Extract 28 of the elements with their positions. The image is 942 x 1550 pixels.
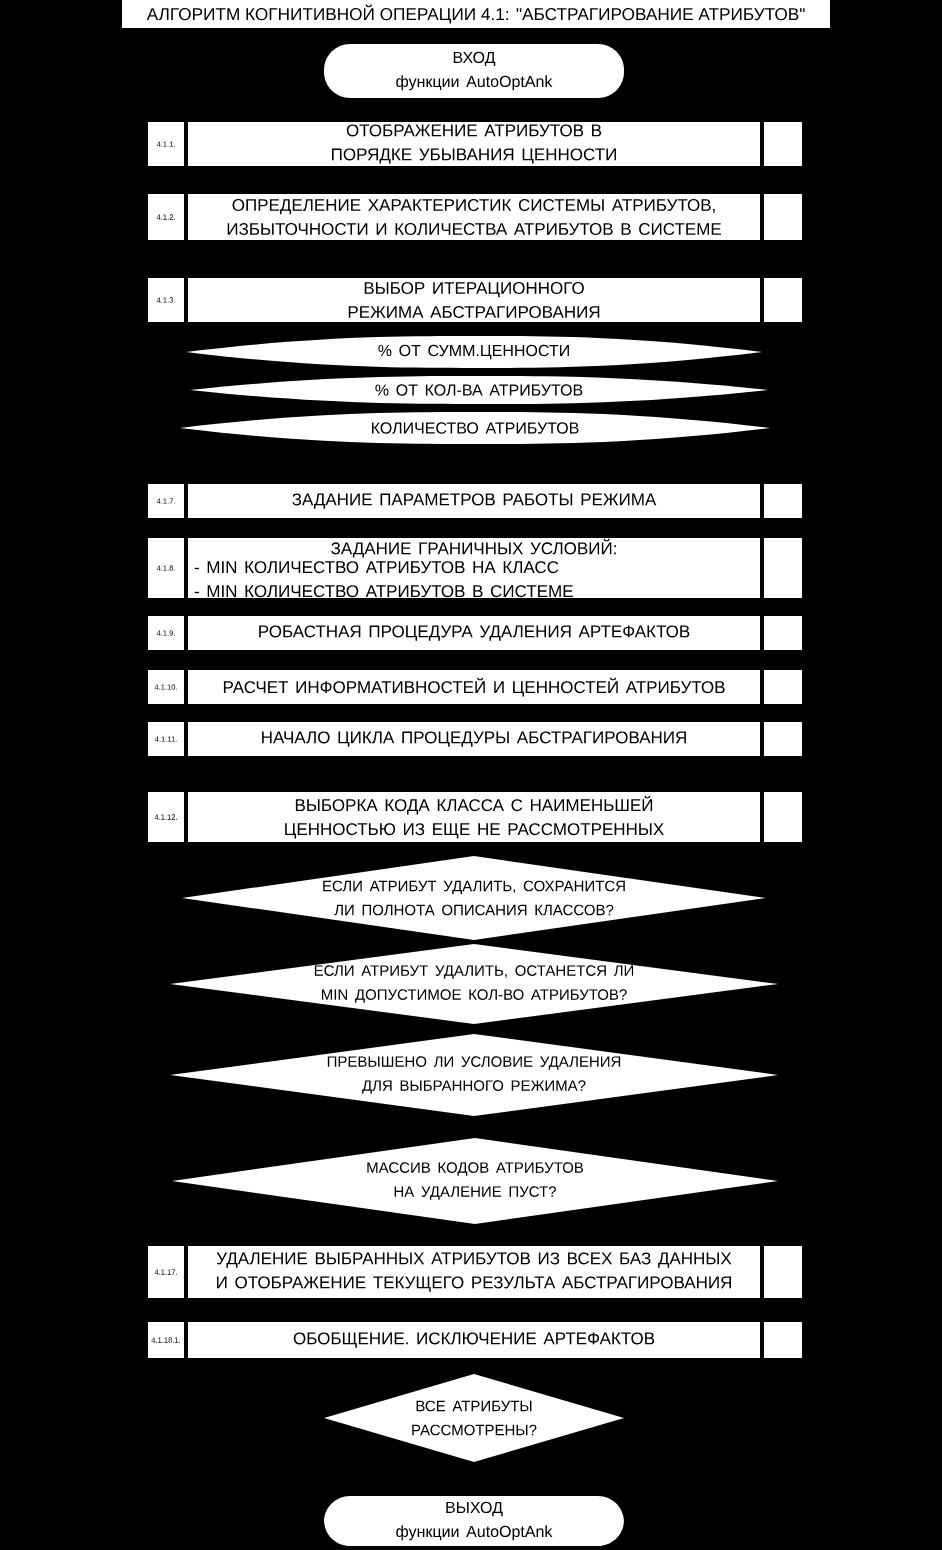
process-box: ОБОБЩЕНИЕ. ИСКЛЮЧЕНИЕ АРТЕФАКТОВ bbox=[188, 1322, 760, 1358]
process-box: РАСЧЕТ ИНФОРМАТИВНОСТЕЙ И ЦЕННОСТЕЙ АТРИБУТОВ bbox=[188, 670, 760, 704]
empty-box bbox=[764, 194, 802, 240]
empty-box bbox=[764, 792, 802, 842]
lens-box: % ОТ КОЛ-ВА АТРИБУТОВ bbox=[190, 376, 768, 404]
process-box: УДАЛЕНИЕ ВЫБРАННЫХ АТРИБУТОВ ИЗ ВСЕХ БАЗ ДАННЫХ И ОТОБРАЖЕНИЕ ТЕКУЩЕГО РЕЗУЛЬТА АБСТРАГИРОВАНИЯ bbox=[188, 1246, 760, 1298]
process-box: ОТОБРАЖЕНИЕ АТРИБУТОВ В ПОРЯДКЕ УБЫВАНИЯ ЦЕННОСТИ bbox=[188, 122, 760, 166]
empty-box bbox=[764, 122, 802, 166]
process-box: ЗАДАНИЕ ПАРАМЕТРОВ РАБОТЫ РЕЖИМА bbox=[188, 484, 760, 518]
process-box: ЗАДАНИЕ ГРАНИЧНЫХ УСЛОВИЙ: - MIN КОЛИЧЕСТВО АТРИБУТОВ НА КЛАСС - MIN КОЛИЧЕСТВО АТРИБУТОВ В СИСТЕМЕ bbox=[188, 538, 760, 598]
process-box: НАЧАЛО ЦИКЛА ПРОЦЕДУРЫ АБСТРАГИРОВАНИЯ bbox=[188, 722, 760, 756]
empty-box bbox=[764, 484, 802, 518]
terminal-box: ВХОД функции AutoOptAnk bbox=[324, 44, 624, 98]
empty-box bbox=[764, 616, 802, 650]
empty-box bbox=[764, 722, 802, 756]
terminal-box: ВЫХОД функции AutoOptAnk bbox=[324, 1496, 624, 1546]
empty-box bbox=[764, 538, 802, 598]
process-box: РОБАСТНАЯ ПРОЦЕДУРА УДАЛЕНИЯ АРТЕФАКТОВ bbox=[188, 616, 760, 650]
empty-box bbox=[764, 1322, 802, 1358]
title-banner: АЛГОРИТМ КОГНИТИВНОЙ ОПЕРАЦИИ 4.1: "АБСТРАГИРОВАНИЕ АТРИБУТОВ" bbox=[122, 0, 830, 28]
process-box: ВЫБОР ИТЕРАЦИОННОГО РЕЖИМА АБСТРАГИРОВАНИЯ bbox=[188, 278, 760, 322]
lens-box: % ОТ СУММ.ЦЕННОСТИ bbox=[186, 336, 762, 368]
process-box: ОПРЕДЕЛЕНИЕ ХАРАКТЕРИСТИК СИСТЕМЫ АТРИБУТОВ, ИЗБЫТОЧНОСТИ И КОЛИЧЕСТВА АТРИБУТОВ В СИСТЕМЕ bbox=[188, 194, 760, 240]
process-box: ВЫБОРКА КОДА КЛАССА С НАИМЕНЬШЕЙ ЦЕННОСТЬЮ ИЗ ЕЩЕ НЕ РАССМОТРЕННЫХ bbox=[188, 792, 760, 842]
lens-box: КОЛИЧЕСТВО АТРИБУТОВ bbox=[180, 412, 770, 444]
empty-box bbox=[764, 278, 802, 322]
empty-box bbox=[764, 670, 802, 704]
empty-box bbox=[764, 1246, 802, 1298]
